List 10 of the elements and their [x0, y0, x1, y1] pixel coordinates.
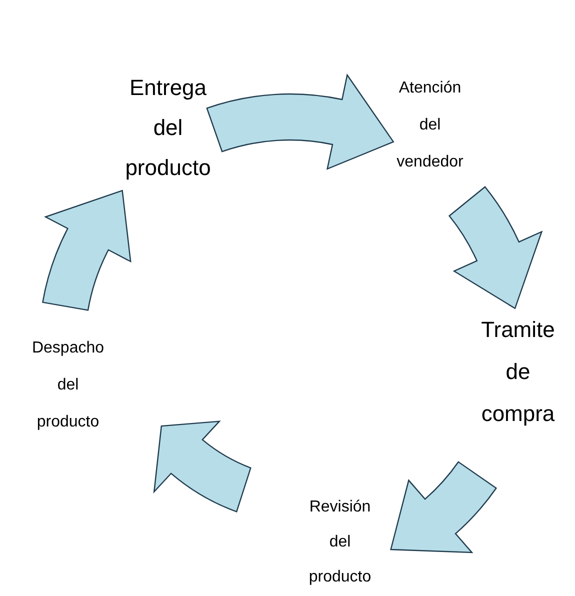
curved-block-arrow [42, 190, 132, 311]
curved-block-arrow [206, 74, 394, 170]
curved-block-arrow [390, 461, 497, 554]
step-label: Atención del vendedor [396, 78, 464, 172]
step-label: Tramite de compra [481, 316, 555, 428]
curved-block-arrow [448, 186, 542, 309]
step-label: Entrega del producto [125, 74, 211, 182]
step-label: Despacho del producto [32, 338, 104, 432]
curved-block-arrow [154, 420, 252, 512]
step-label: Revisión del producto [308, 498, 372, 588]
